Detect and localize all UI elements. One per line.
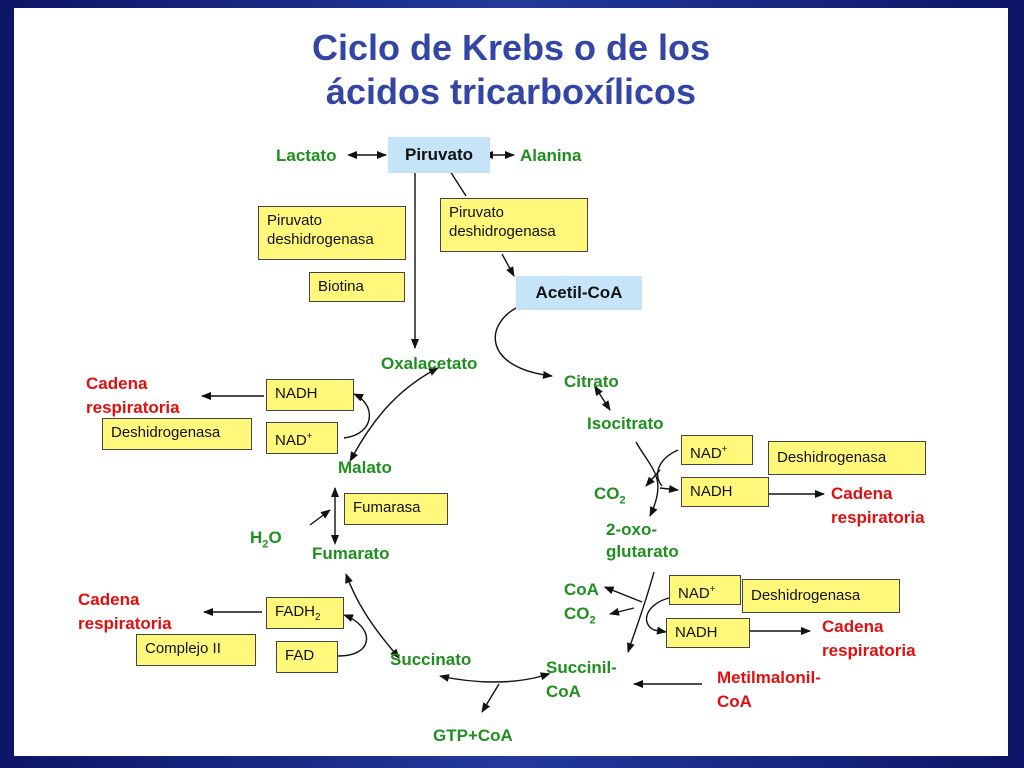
metilmalonil-label-1: Metilmalonil- [717, 668, 821, 687]
enzyme-fumarasa: Fumarasa [344, 493, 448, 525]
nadh-arrow-1 [659, 485, 679, 493]
enzyme-complejo-ii: Complejo II [136, 634, 256, 666]
co2-1-main: CO [594, 484, 620, 503]
succinil-label-2: CoA [546, 682, 581, 701]
nad-3-sup: + [306, 431, 313, 442]
cadena-label-3b: respiratoria [86, 398, 180, 417]
h2o-label: H2O [250, 528, 282, 554]
fadh-sub: 2 [315, 612, 321, 623]
nadh-box-2: NADH [666, 618, 750, 648]
enzyme-pdh-left: Piruvato deshidrogenasa [258, 206, 406, 260]
nadh-box-3: NADH [266, 379, 354, 411]
cadena-label-2a: Cadena [822, 617, 884, 636]
citrato-isocitrato-arrow [594, 385, 611, 411]
oxoglutarato-label-2: glutarato [606, 542, 679, 561]
nad-3-main: NAD [275, 432, 307, 449]
piruvato-box: Piruvato [388, 137, 490, 173]
acetilcoa-citrato-arrow [494, 307, 553, 379]
h2o-main: H [250, 528, 263, 547]
h2o-sub: 2 [262, 538, 269, 551]
fadh-main: FADH [275, 603, 316, 620]
nadh-arrow-2 [653, 626, 667, 635]
coa-arrow [603, 586, 643, 603]
gtp-label: GTP+CoA [433, 726, 513, 745]
malato-oxalacetato-arrow [349, 367, 439, 462]
fad-box: FAD [276, 641, 338, 673]
co2-arrow-2 [609, 607, 635, 616]
isocitrato-label: Isocitrato [587, 414, 664, 433]
cadena-label-4a: Cadena [78, 590, 140, 609]
alanina-label: Alanina [520, 146, 582, 165]
citrato-label: Citrato [564, 372, 619, 391]
enzyme-deshidrogenasa-1: Deshidrogenasa [768, 441, 926, 475]
co2-label-2: CO2 [564, 604, 596, 630]
nad-curve-2 [645, 597, 670, 631]
cadena-label-2b: respiratoria [822, 641, 916, 660]
nad-curve-3 [343, 393, 370, 439]
enzyme-pdh-right: Piruvato deshidrogenasa [440, 198, 588, 252]
h2o-end: O [268, 528, 282, 547]
acetil-coa-box: Acetil-CoA [516, 276, 642, 310]
succinato-fumarato-arrow [345, 573, 400, 659]
enzyme-pdh-left-line1: Piruvato [267, 212, 323, 229]
cadena-label-1b: respiratoria [831, 508, 925, 527]
enzyme-pdh-right-line2: deshidrogenasa [449, 223, 556, 240]
nad-1-sup: + [721, 444, 728, 455]
co2-arrow-1 [645, 469, 661, 487]
fumarato-label: Fumarato [312, 544, 390, 563]
oxoglutarato-label-1: 2-oxo- [606, 520, 657, 539]
oxalacetato-label: Oxalacetato [381, 354, 478, 373]
pdh-acetilcoa-arrow [501, 253, 515, 277]
metilmalonil-label-2: CoA [717, 692, 752, 711]
isocitrato-oxoglutarato-arrow [635, 441, 659, 517]
nad-box-1: NAD+ [681, 435, 753, 465]
slide: Ciclo de Krebs o de los ácidos tricarbox… [14, 8, 1008, 756]
piruvato-pdh-line [449, 170, 467, 197]
nad-2-main: NAD [678, 585, 710, 602]
nad-2-sup: + [709, 584, 716, 595]
enzyme-pdh-left-line2: deshidrogenasa [267, 231, 374, 248]
fadh2-box: FADH2 [266, 597, 344, 629]
nad-1-main: NAD [690, 445, 722, 462]
co2-1-sub: 2 [619, 494, 626, 507]
nadh-box-1: NADH [681, 477, 769, 507]
cadena-label-4b: respiratoria [78, 614, 172, 633]
lactato-label: Lactato [276, 146, 337, 165]
malato-label: Malato [338, 458, 392, 477]
enzyme-deshidrogenasa-2: Deshidrogenasa [742, 579, 900, 613]
coa-label: CoA [564, 580, 599, 599]
co2-2-main: CO [564, 604, 590, 623]
oxoglutarato-succinil-arrow [627, 571, 655, 653]
title-line-2: ácidos tricarboxílicos [325, 71, 697, 112]
succinil-succinato-arrow [439, 672, 551, 683]
h2o-arrow [309, 509, 331, 526]
fad-curve [337, 614, 368, 657]
nad-box-2: NAD+ [669, 575, 741, 605]
enzyme-biotina: Biotina [309, 272, 405, 302]
succinato-label: Succinato [390, 650, 472, 669]
succinil-label-1: Succinil- [546, 658, 617, 677]
co2-2-sub: 2 [589, 614, 596, 627]
cycle-arrows [201, 151, 825, 713]
nad-box-3: NAD+ [266, 422, 338, 454]
nad-curve-1 [657, 449, 679, 487]
enzyme-deshidrogenasa-3: Deshidrogenasa [102, 418, 252, 450]
gtp-arrow [481, 683, 500, 713]
co2-label-1: CO2 [594, 484, 626, 510]
cadena-label-1a: Cadena [831, 484, 893, 503]
title-line-1: Ciclo de Krebs o de los [311, 27, 711, 68]
cadena-label-3a: Cadena [86, 374, 148, 393]
enzyme-pdh-right-line1: Piruvato [449, 204, 505, 221]
